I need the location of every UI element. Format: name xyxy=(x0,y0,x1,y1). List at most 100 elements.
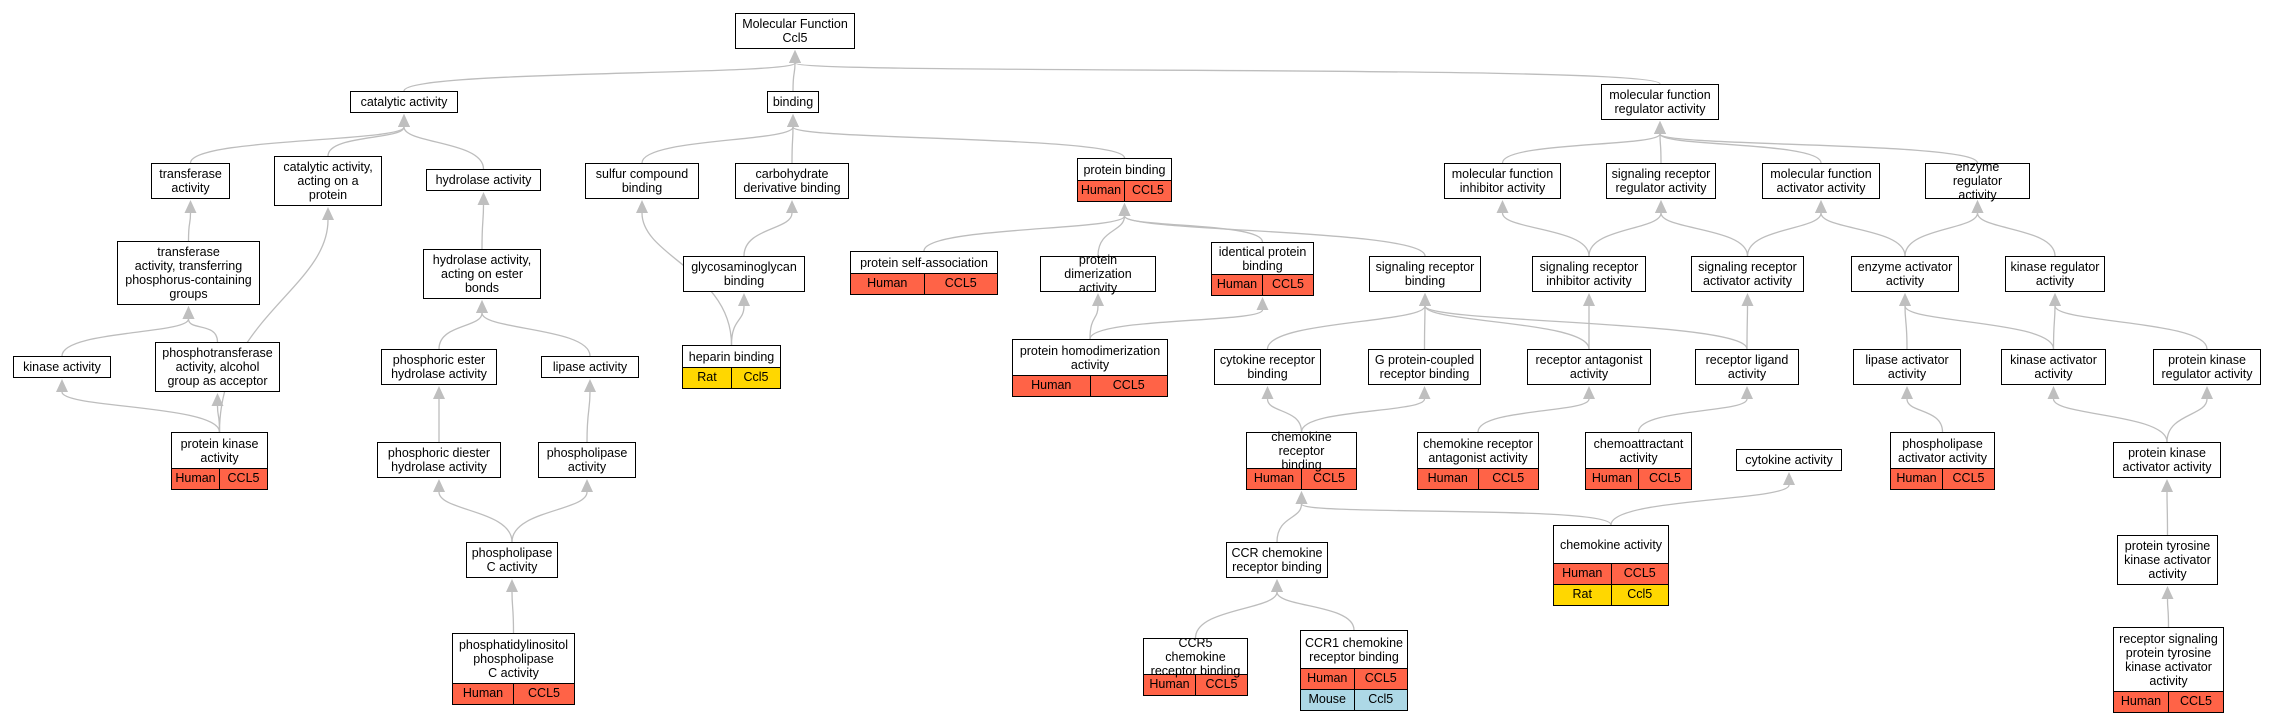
edge-chemorecbind-to-cytorec xyxy=(1266,398,1303,433)
edge-carbo-to-binding xyxy=(791,126,794,164)
go-term-label-line: receptor binding xyxy=(1232,560,1322,574)
go-term-label-line: molecular function xyxy=(1451,167,1554,181)
edge-protbind-to-binding xyxy=(792,126,1126,159)
annotation-gene: CCL5 xyxy=(1301,469,1356,489)
edge-ccrbind-to-chemorecbind xyxy=(1276,503,1303,543)
edge-tyrkinact-to-protkinact xyxy=(2166,491,2169,536)
edge-lipaseact-to-enzact xyxy=(1904,305,1908,350)
go-term-label-line: CCR1 chemokine xyxy=(1305,635,1403,650)
annotation-species: Human xyxy=(1307,671,1348,685)
edge-identical-to-protbind xyxy=(1123,215,1264,243)
go-term-label: heparin binding xyxy=(682,345,781,368)
annotation-gene: CCL5 xyxy=(1089,376,1168,396)
edge-enzact-to-mfact xyxy=(1820,212,1906,257)
arrowhead-chemoattract-to-recligand xyxy=(1741,386,1753,399)
go-term-catalytic[interactable]: catalytic activity xyxy=(350,91,458,113)
go-term-label-line: activator activity xyxy=(1703,274,1792,288)
go-term-label-line: receptor antagonist xyxy=(1535,353,1643,367)
go-term-label-line: acting on a xyxy=(297,174,359,188)
go-term-label-line: cytokine receptor xyxy=(1219,353,1316,367)
edge-plc-to-phosdiester xyxy=(438,491,513,543)
go-term-label-line: binding xyxy=(621,181,663,195)
arrowhead-lipase-to-hydroester xyxy=(476,300,488,313)
arrowhead-rsptk-to-tyrkinact xyxy=(2161,586,2174,599)
go-term-lipase[interactable]: lipase activity xyxy=(541,356,639,378)
go-term-label-line: activity xyxy=(1887,367,1927,381)
go-term-label-line: activity, transferring xyxy=(134,259,243,273)
arrowhead-chemokine-to-chemorecbind xyxy=(1295,491,1308,504)
go-term-label-line: protein kinase xyxy=(2128,446,2206,460)
arrowhead-recantag-to-sigrecinhib xyxy=(1583,293,1595,306)
go-term-label-line: protein tyrosine xyxy=(2124,539,2211,553)
edge-dimer-to-protbind xyxy=(1097,215,1126,257)
arrowhead-recligand-to-sigrecact xyxy=(1741,293,1754,306)
go-term-label-line: chemoattractant xyxy=(1593,436,1684,451)
go-term-label-line: Ccl5 xyxy=(782,31,808,45)
go-term-label-line: derivative binding xyxy=(743,181,841,195)
go-term-kinase[interactable]: kinase activity xyxy=(13,356,111,378)
go-term-label-line: enzyme regulator xyxy=(1952,160,2003,188)
go-term-cytokine[interactable]: cytokine activity xyxy=(1736,449,1842,471)
go-term-binding[interactable]: binding xyxy=(767,91,819,113)
go-term-label-line: hydrolase activity xyxy=(391,367,487,381)
go-term-label-line: phosphoric ester xyxy=(392,353,486,367)
go-term-hydrolase[interactable]: hydrolase activity xyxy=(426,169,541,191)
